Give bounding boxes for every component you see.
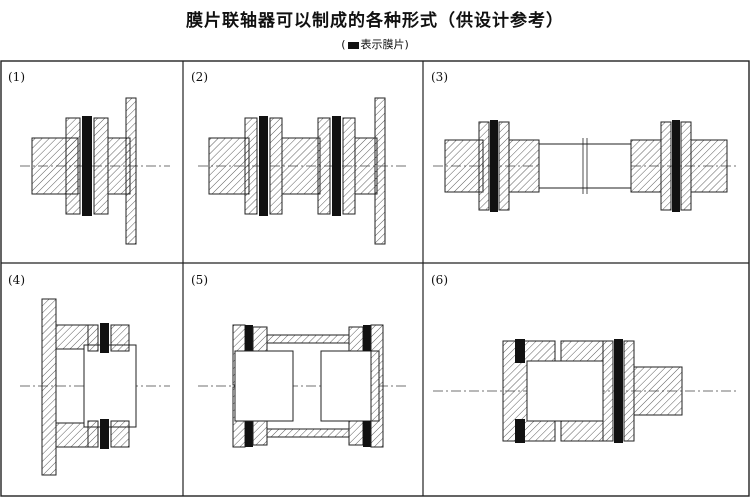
- page-title: 膜片联轴器可以制成的各种形式（供设计参考）: [186, 11, 564, 31]
- panel-4: (4): [0, 263, 183, 496]
- panel-label: (4): [8, 273, 25, 287]
- panel-label: (6): [431, 273, 448, 287]
- coupling-drawing-6: [433, 339, 739, 443]
- legend-close: ): [404, 38, 409, 51]
- legend-note: ( 表示膜片): [0, 36, 750, 52]
- coupling-drawing-4: [20, 298, 170, 476]
- panel-label: (1): [8, 70, 25, 84]
- coupling-drawing-2: [198, 97, 408, 245]
- panel-3: (3): [423, 60, 749, 263]
- panel-grid: (1) (2) (3): [0, 60, 750, 498]
- coupling-drawing-5: [198, 324, 408, 448]
- panel-5: (5): [183, 263, 423, 496]
- legend-text: 表示膜片: [360, 38, 405, 51]
- legend-open: (: [341, 38, 346, 51]
- panel-label: (3): [431, 70, 448, 84]
- panel-label: (5): [191, 273, 208, 287]
- coupling-drawing-3: [433, 120, 739, 212]
- diaphragm-swatch-icon: [347, 41, 359, 49]
- panel-1: (1): [0, 60, 183, 263]
- panel-label: (2): [191, 70, 208, 84]
- panel-2: (2): [183, 60, 423, 263]
- panel-6: (6): [423, 263, 749, 496]
- grid-lines: [0, 60, 750, 497]
- coupling-drawing-1: [20, 97, 170, 245]
